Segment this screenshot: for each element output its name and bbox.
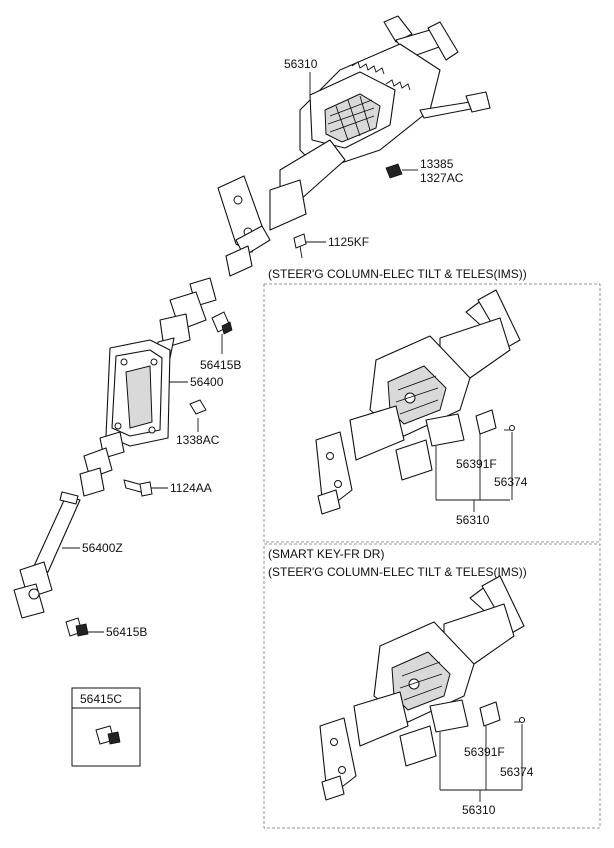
label-56415b-upper: 56415B — [200, 358, 241, 372]
box2-caption-line2: (STEER'G COLUMN-ELEC TILT & TELES(IMS)) — [268, 565, 527, 579]
label-56400z: 56400Z — [82, 541, 123, 555]
box2-caption-line1: (SMART KEY-FR DR) — [268, 547, 384, 561]
box1-label-56391f: 56391F — [456, 457, 497, 471]
box2-label-56391f: 56391F — [464, 745, 505, 759]
box1-caption: (STEER'G COLUMN-ELEC TILT & TELES(IMS)) — [268, 267, 527, 281]
box1-label-56310: 56310 — [456, 513, 490, 527]
lower-joint — [79, 431, 153, 497]
label-56415b-lower: 56415B — [106, 625, 147, 639]
label-1338ac: 1338AC — [176, 433, 220, 447]
steering-column-assembly — [217, 15, 491, 277]
label-56415c: 56415C — [80, 692, 122, 706]
box1-label-56374: 56374 — [494, 475, 528, 489]
box2-label-56310: 56310 — [462, 803, 496, 817]
label-56310-main: 56310 — [284, 57, 318, 71]
label-1125kf: 1125KF — [328, 235, 369, 249]
part-box-56415c: 56415C — [71, 687, 141, 767]
dash-boot-56400 — [105, 339, 207, 447]
variant-box-elec-tilt: (STEER'G COLUMN-ELEC TILT & TELES(IMS)) … — [263, 267, 601, 543]
lower-shaft-56400Z — [13, 491, 89, 637]
box2-label-56374: 56374 — [500, 765, 534, 779]
label-13385: 13385 — [420, 157, 454, 171]
variant-box-smart-key: (SMART KEY-FR DR) (STEER'G COLUMN-ELEC T… — [263, 543, 601, 829]
intermediate-shaft — [155, 277, 233, 361]
label-1327ac: 1327AC — [420, 171, 464, 185]
leader-lines — [62, 72, 418, 633]
label-56400: 56400 — [190, 375, 224, 389]
label-1124aa: 1124AA — [170, 481, 212, 495]
